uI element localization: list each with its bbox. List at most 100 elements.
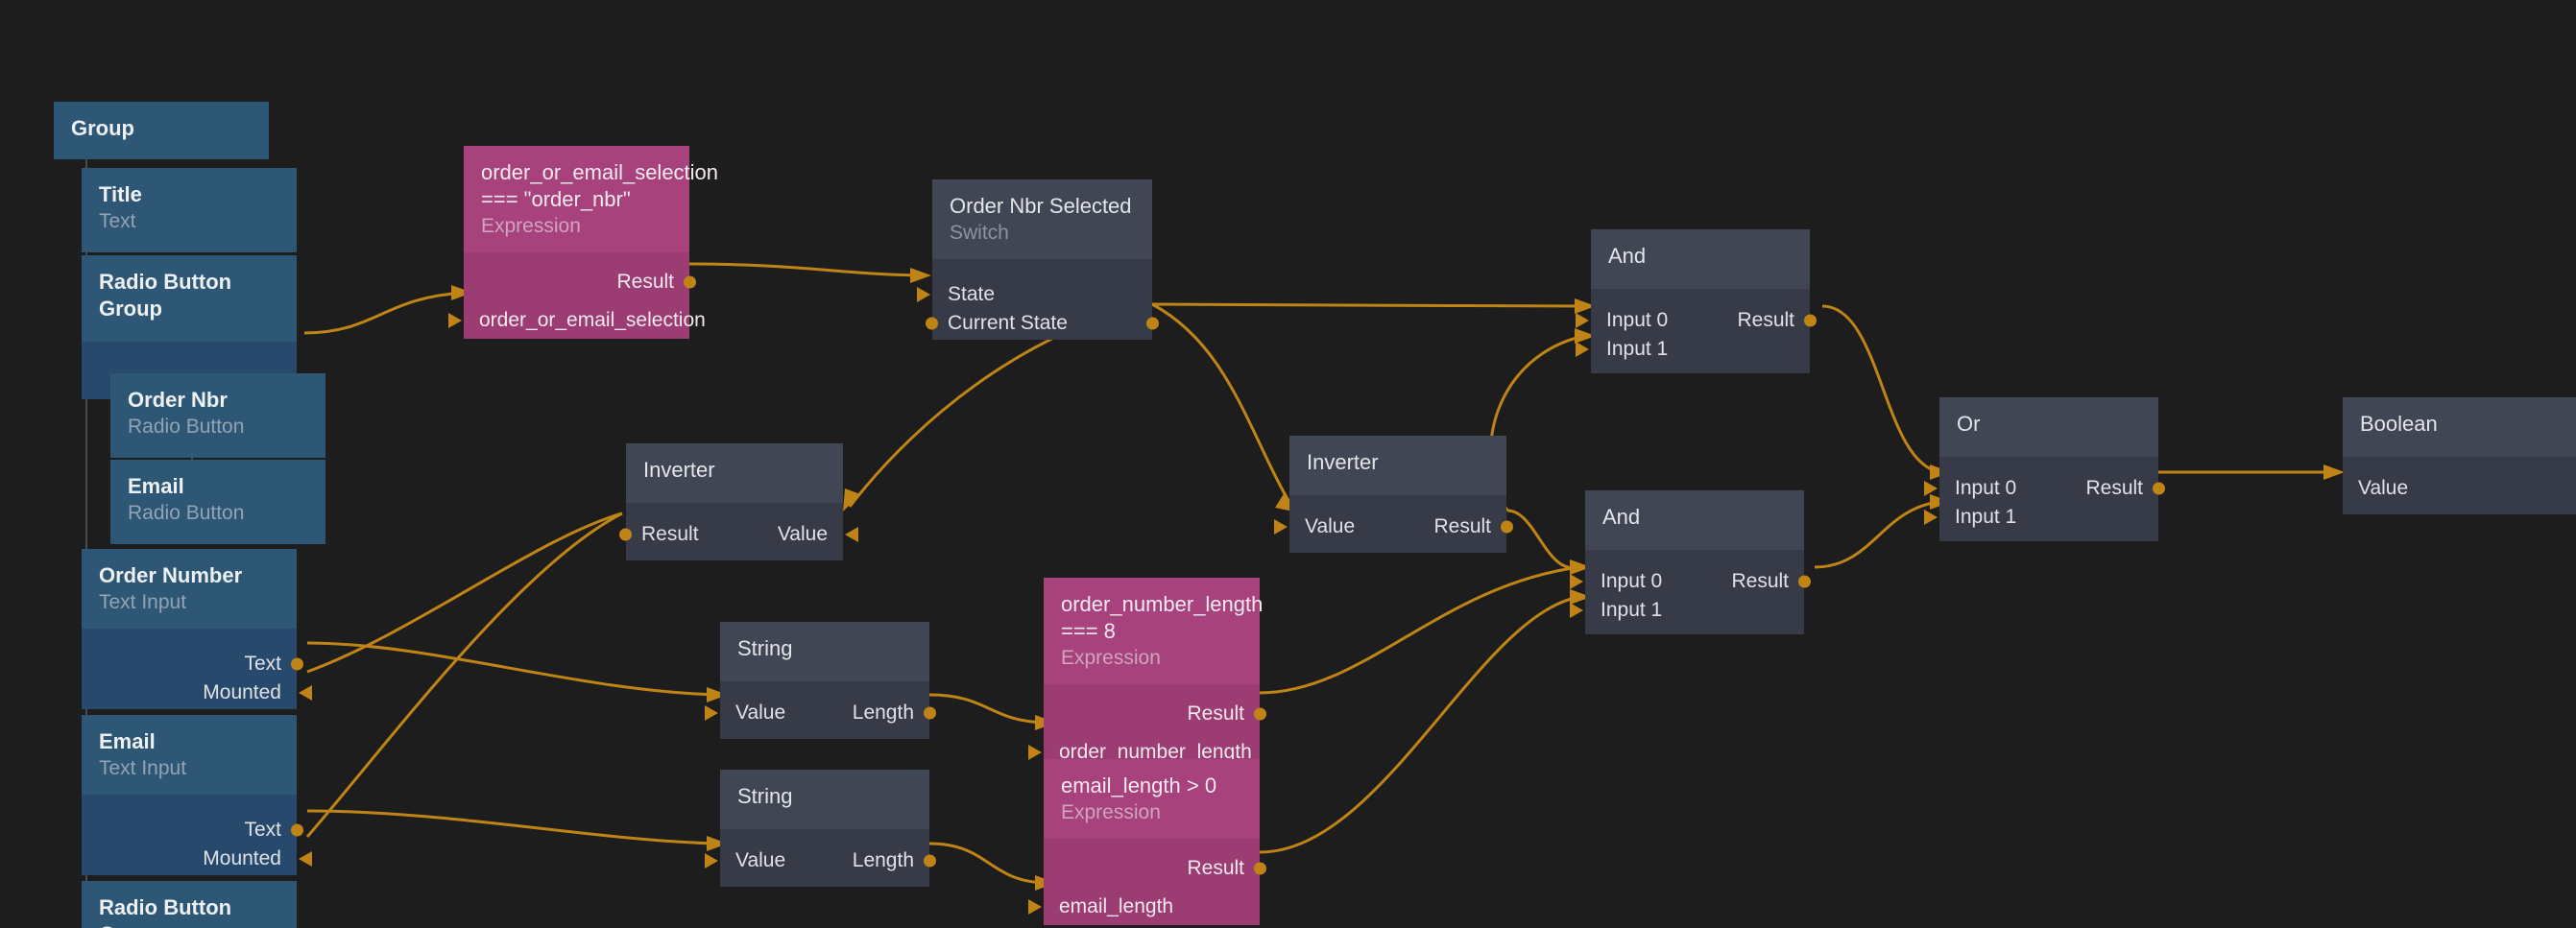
- node-string-order[interactable]: String Value Length: [705, 622, 936, 740]
- port-arrow-right-icon[interactable]: [705, 853, 718, 869]
- node-inverter-left-title: Inverter: [643, 458, 715, 482]
- node-inverter-right-title: Inverter: [1307, 450, 1379, 474]
- port-inverter-left-result[interactable]: Result Value: [619, 520, 858, 549]
- node-and-top-title: And: [1608, 244, 1647, 268]
- port-and-bottom-input1[interactable]: Input 1: [1570, 596, 1804, 625]
- node-and-bottom-header: And: [1585, 490, 1804, 551]
- port-dot-icon[interactable]: [291, 657, 303, 671]
- port-dot-icon[interactable]: [1798, 575, 1811, 588]
- port-and-bottom-result-label: Result: [1731, 570, 1789, 593]
- port-arrow-right-icon[interactable]: [1576, 313, 1589, 329]
- port-expr-order-number-length-input[interactable]: order_number_length: [1028, 738, 1260, 767]
- node-inverter-right-header: Inverter: [1289, 436, 1506, 496]
- port-order-number-text[interactable]: Text: [82, 650, 303, 678]
- port-arrow-right-icon[interactable]: [1570, 603, 1583, 619]
- node-expression-order-or-email[interactable]: order_or_email_selection === "order_nbr"…: [448, 146, 718, 340]
- node-inverter-right[interactable]: Inverter Value Result: [1274, 436, 1513, 554]
- port-dot-icon[interactable]: [1146, 317, 1159, 330]
- node-title-text-header: Title Text: [82, 168, 297, 253]
- port-switch-current-state[interactable]: Current State: [926, 309, 1159, 338]
- port-dot-icon[interactable]: [924, 854, 936, 868]
- node-order-number-input-subtitle: Text Input: [99, 591, 187, 614]
- port-dot-icon[interactable]: [291, 823, 303, 837]
- node-radio-button-group-2-header: Radio Button Group: [82, 881, 297, 928]
- node-boolean[interactable]: Boolean Value: [2343, 397, 2576, 515]
- port-string-email-length-label: Length: [852, 849, 914, 872]
- port-or-input0[interactable]: Input 0 Result: [1924, 474, 2165, 503]
- port-arrow-right-icon[interactable]: [1274, 519, 1288, 535]
- node-expression-order-number-length[interactable]: order_number_length === 8 Expression Res…: [1028, 578, 1266, 772]
- port-dot-icon[interactable]: [619, 528, 632, 541]
- port-string-order-value[interactable]: Value Length: [705, 699, 936, 727]
- node-or-title: Or: [1957, 412, 1981, 436]
- port-dot-icon[interactable]: [1501, 520, 1513, 534]
- port-order-number-mounted[interactable]: Mounted: [82, 678, 312, 707]
- node-or[interactable]: Or Input 0 Result Input 1: [1924, 397, 2165, 542]
- port-arrow-right-icon[interactable]: [1028, 745, 1042, 761]
- port-and-top-input0-label: Input 0: [1606, 309, 1669, 332]
- port-string-order-length-label: Length: [852, 702, 914, 725]
- port-arrow-right-icon[interactable]: [705, 705, 718, 722]
- port-switch-state-label: State: [948, 283, 996, 306]
- port-order-number-text-label: Text: [244, 653, 281, 676]
- node-and-top[interactable]: And Input 0 Result Input 1: [1576, 229, 1817, 374]
- port-inverter-right-value[interactable]: Value Result: [1274, 512, 1513, 541]
- port-arrow-right-icon[interactable]: [1924, 481, 1938, 497]
- node-radio-button-group-2[interactable]: Radio Button Group: [82, 881, 297, 928]
- node-inverter-left[interactable]: Inverter Result Value: [619, 443, 858, 561]
- port-dot-icon[interactable]: [1804, 314, 1817, 327]
- port-dot-icon[interactable]: [924, 706, 936, 720]
- node-order-nbr-radio-header: Order Nbr Radio Button: [110, 373, 325, 459]
- node-switch-order-nbr-selected[interactable]: Order Nbr Selected Switch State Current …: [917, 179, 1159, 341]
- node-string-email[interactable]: String Value Length: [705, 770, 936, 888]
- node-inverter-left-header: Inverter: [626, 443, 843, 504]
- node-switch-title: Order Nbr Selected: [950, 194, 1132, 218]
- node-expression-email-length[interactable]: email_length > 0 Expression Result email…: [1028, 759, 1266, 926]
- port-arrow-right-icon[interactable]: [1576, 342, 1589, 358]
- port-arrow-right-icon[interactable]: [448, 313, 462, 329]
- port-arrow-right-icon[interactable]: [1028, 899, 1042, 916]
- port-arrow-right-icon[interactable]: [1570, 574, 1583, 590]
- port-dot-icon[interactable]: [1254, 862, 1266, 875]
- port-email-text[interactable]: Text: [82, 816, 303, 845]
- port-expr-order-number-length-result[interactable]: Result: [1044, 700, 1266, 728]
- node-group[interactable]: Group: [54, 102, 269, 160]
- port-expr-order-or-email-result[interactable]: Result: [464, 268, 696, 297]
- port-expr-email-length-input[interactable]: email_length: [1028, 892, 1260, 921]
- port-dot-icon[interactable]: [2153, 482, 2165, 495]
- port-arrow-left-icon[interactable]: [299, 685, 312, 702]
- port-switch-state[interactable]: State: [917, 280, 1152, 309]
- port-dot-icon[interactable]: [684, 275, 696, 289]
- node-boolean-header: Boolean: [2343, 397, 2576, 458]
- port-dot-icon[interactable]: [1254, 707, 1266, 721]
- port-arrow-left-icon[interactable]: [845, 527, 858, 543]
- port-email-mounted-label: Mounted: [203, 847, 281, 870]
- node-title-text[interactable]: Title Text: [82, 168, 297, 253]
- port-and-bottom-input0[interactable]: Input 0 Result: [1570, 567, 1811, 596]
- node-order-number-input[interactable]: Order Number Text Input Text Mounted: [82, 549, 312, 710]
- port-arrow-left-icon[interactable]: [299, 851, 312, 868]
- node-email-input[interactable]: Email Text Input Text Mounted: [82, 715, 312, 876]
- port-and-top-input1[interactable]: Input 1: [1576, 335, 1810, 364]
- node-string-email-header: String: [720, 770, 929, 830]
- node-radio-button-group-1-header: Radio Button Group: [82, 255, 297, 343]
- port-email-mounted[interactable]: Mounted: [82, 845, 312, 873]
- node-email-radio[interactable]: Email Radio Button: [110, 460, 325, 545]
- port-boolean-value[interactable]: Value: [2343, 474, 2576, 503]
- port-string-email-value[interactable]: Value Length: [705, 846, 936, 875]
- port-expr-order-or-email-input[interactable]: order_or_email_selection: [448, 306, 706, 335]
- port-inverter-left-result-label: Result: [641, 523, 699, 546]
- port-arrow-right-icon[interactable]: [1924, 510, 1938, 526]
- port-arrow-right-icon[interactable]: [917, 287, 930, 303]
- port-and-top-input0[interactable]: Input 0 Result: [1576, 306, 1817, 335]
- node-email-input-subtitle: Text Input: [99, 757, 187, 780]
- node-and-bottom[interactable]: And Input 0 Result Input 1: [1570, 490, 1811, 635]
- node-order-nbr-radio[interactable]: Order Nbr Radio Button: [110, 373, 325, 459]
- node-email-input-body: Text Mounted: [82, 795, 312, 876]
- port-or-input1[interactable]: Input 1: [1924, 503, 2158, 532]
- port-expr-email-length-result[interactable]: Result: [1044, 854, 1266, 883]
- port-string-order-value-label: Value: [735, 702, 786, 725]
- port-and-top-result-label: Result: [1737, 309, 1794, 332]
- port-dot-icon[interactable]: [926, 317, 938, 330]
